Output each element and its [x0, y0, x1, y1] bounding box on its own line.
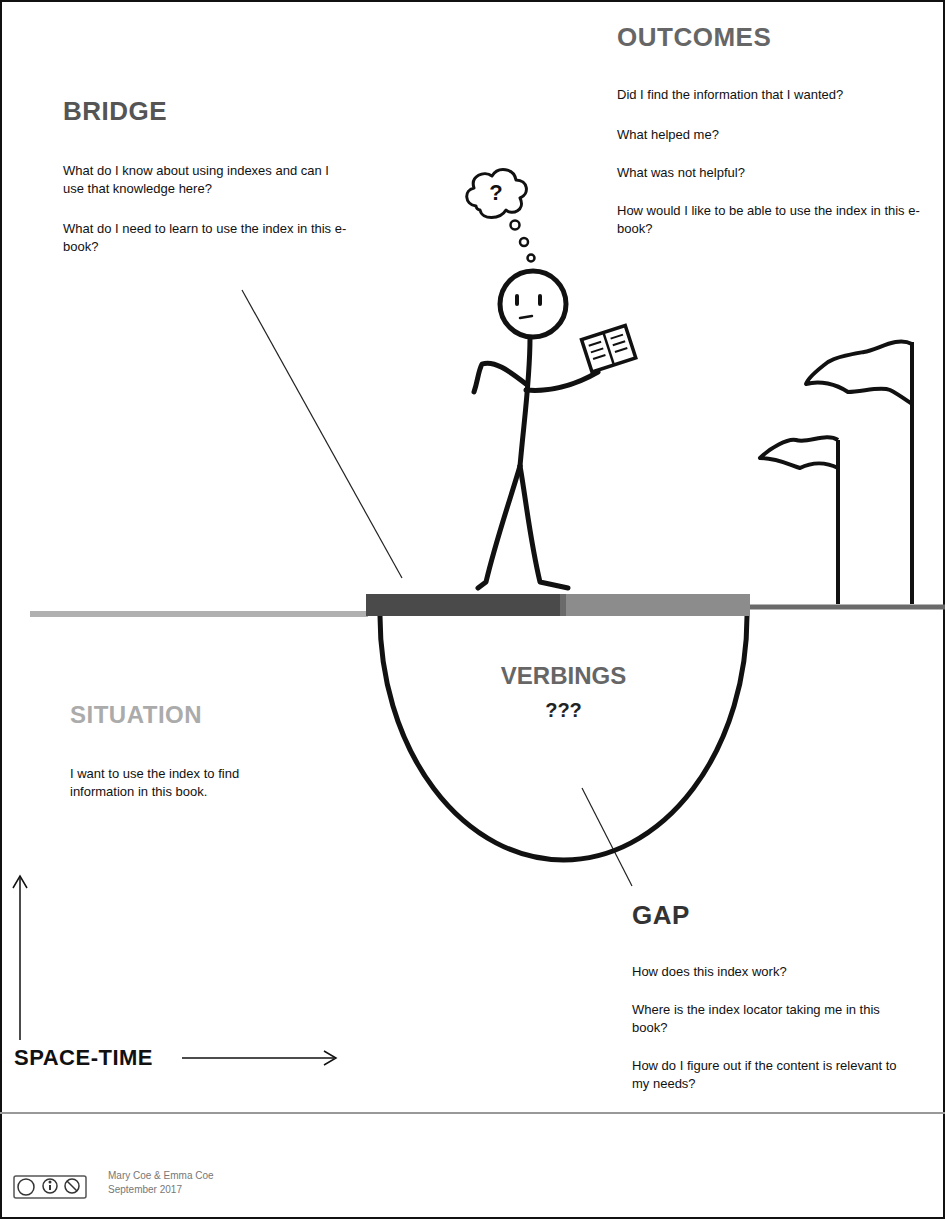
axis-arrow: [182, 1057, 334, 1059]
badge-icon: [49, 1185, 51, 1190]
figure-arm: [474, 363, 526, 392]
bridge-light: [566, 594, 750, 616]
badge-frame: [14, 1176, 86, 1198]
book-line: [589, 342, 601, 346]
question-text: What helped me?: [617, 126, 937, 144]
badge-icon: [67, 1181, 77, 1191]
bridge-dark: [366, 594, 562, 616]
thought-dot: [528, 255, 535, 262]
thought-bubble: ?: [462, 166, 530, 224]
badge-icon: [65, 1179, 79, 1193]
figure-arm: [526, 372, 598, 390]
question-text: What do I need to learn to use the index…: [63, 220, 348, 256]
book-line: [611, 335, 623, 339]
flag-pole: [910, 342, 914, 604]
section-heading: OUTCOMES: [617, 22, 917, 52]
licence-badge: [14, 1176, 86, 1198]
badge-icon: [43, 1179, 57, 1193]
question-text: How do I figure out if the content is re…: [632, 1057, 907, 1093]
date-credit: September 2017: [108, 1182, 308, 1197]
flag: [760, 437, 838, 468]
ground-right: [750, 605, 945, 610]
book-cover: [582, 325, 636, 372]
question-text: How does this index work?: [632, 963, 912, 981]
situation-text: I want to use the index to find informat…: [70, 765, 295, 801]
ground-left: [30, 611, 368, 617]
flag: [806, 342, 912, 404]
question-text: Did I find the information that I wanted…: [617, 86, 937, 104]
book-line: [591, 348, 603, 352]
thought-dot: [511, 221, 520, 230]
book-line: [593, 355, 605, 359]
question-text: How would I like to be able to use the i…: [617, 202, 932, 238]
axis-label: SPACE-TIME: [14, 1044, 184, 1071]
badge-icon: [49, 1181, 52, 1184]
leader-line: [242, 290, 402, 578]
section-heading: SITUATION: [70, 700, 330, 729]
arrow-head: [324, 1051, 336, 1065]
book: [582, 325, 636, 372]
footer-rule: [0, 1112, 945, 1114]
book-line: [613, 341, 625, 345]
figure-leg: [478, 466, 520, 588]
figure-eye: [515, 296, 519, 304]
bowl-outline: [377, 612, 750, 862]
question-text: What do I know about using indexes and c…: [63, 162, 348, 198]
section-heading: GAP: [632, 900, 832, 930]
node-text: VERBINGS: [377, 662, 750, 690]
leader-line: [582, 788, 632, 886]
node-text: ?: [462, 180, 530, 206]
bowl-curve: [380, 616, 747, 860]
flag-pole: [836, 440, 840, 604]
thought-dot: [520, 238, 528, 246]
figure-body: [520, 338, 530, 466]
node-text: ???: [377, 698, 750, 722]
figure-mouth: [520, 316, 532, 318]
section-heading: BRIDGE: [63, 96, 363, 126]
question-text: Where is the index locator taking me in …: [632, 1001, 907, 1037]
gap-bowl: VERBINGS???: [377, 612, 750, 862]
axis-arrow: [19, 878, 21, 1040]
author-credit: Mary Coe & Emma Coe: [108, 1168, 308, 1183]
book-line: [615, 348, 627, 352]
question-text: What was not helpful?: [617, 164, 937, 182]
badge-icon: [18, 1179, 34, 1195]
arrow-head: [13, 876, 27, 888]
figure-head: [500, 271, 566, 337]
figure-eye: [538, 296, 542, 304]
figure-leg: [520, 466, 568, 588]
